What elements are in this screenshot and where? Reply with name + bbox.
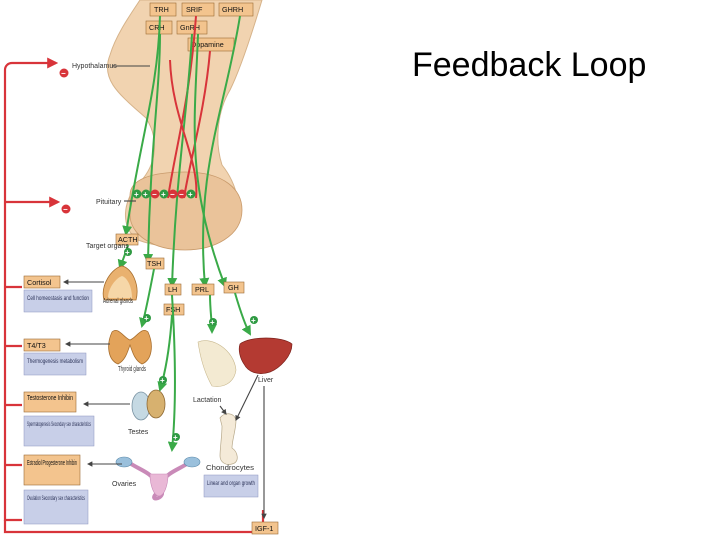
hormone-t4-t3: T4/T3	[27, 341, 46, 350]
hormone-gnrh: GnRH	[180, 23, 200, 32]
svg-text:−: −	[179, 190, 184, 199]
adrenal-label: Adrenal glands	[103, 298, 133, 305]
svg-text:+: +	[210, 318, 215, 327]
hormone-pathways	[122, 15, 241, 288]
pituitary-label: Pituitary	[96, 199, 122, 206]
hypothalamus-label: Hypothalamus	[72, 63, 117, 70]
liver-organ	[238, 337, 293, 374]
testes-organ	[131, 389, 166, 421]
pituitary-sign-row: + + − + − − +	[132, 189, 196, 199]
hormone-prl: PRL	[195, 285, 209, 294]
hormone-acth: ACTH	[118, 235, 138, 244]
effect-boxes: Cell homeostasis and function Thermogene…	[23, 289, 259, 525]
hormone-crh: CRH	[149, 23, 165, 32]
lactation-label: Lactation	[193, 397, 222, 404]
breast-tissue	[197, 340, 237, 387]
organ-pathways: + + + + + +	[117, 244, 258, 452]
svg-text:−: −	[170, 190, 175, 199]
hypothalamus-minus-sign	[59, 68, 69, 78]
hormone-testosterone-inhibin: Testosterone Inhibin	[27, 393, 73, 402]
svg-text:+: +	[134, 190, 139, 199]
hormone-dopamine: Dopamine	[191, 40, 224, 49]
liver-label: Liver	[258, 377, 274, 384]
effect-spermatogenesis: Spermatogenesis Secondary sex characteri…	[27, 421, 91, 428]
hormone-tsh: TSH	[147, 259, 161, 268]
thyroid-label: Thyroid glands	[118, 366, 146, 373]
hormone-cortisol: Cortisol	[27, 278, 52, 287]
svg-text:+: +	[251, 316, 256, 325]
hormone-ghrh: GHRH	[222, 5, 243, 14]
adrenal-gland	[102, 265, 138, 301]
effect-arrows	[62, 279, 267, 520]
negative-feedback-loops	[3, 57, 265, 534]
feedback-hormone-boxes: Cortisol T4/T3 Testosterone Inhibin Estr…	[23, 275, 279, 535]
effect-cell-homeostasis: Cell homeostasis and function	[27, 295, 89, 302]
target-organs-label: Target organs	[86, 243, 129, 250]
svg-text:+: +	[143, 190, 148, 199]
hormone-igf-1: IGF-1	[255, 524, 273, 533]
hormone-lh: LH	[168, 285, 177, 294]
ovaries-label: Ovaries	[112, 481, 137, 488]
effect-linear-organ-growth: Linear and organ growth	[207, 480, 255, 487]
hormone-trh: TRH	[154, 5, 169, 14]
ovaries-organ	[115, 456, 201, 501]
svg-text:−: −	[63, 205, 68, 214]
svg-text:+: +	[188, 190, 193, 199]
effect-ovulation: Ovulation Secondary sex characteristics	[27, 495, 85, 502]
effect-thermogenesis: Thermogenesis metabolism	[27, 358, 83, 365]
svg-text:+: +	[144, 314, 149, 323]
svg-text:−: −	[152, 190, 157, 199]
testes-label: Testes	[128, 429, 149, 436]
hormone-gh: GH	[228, 283, 239, 292]
svg-text:+: +	[125, 248, 130, 257]
thyroid-gland	[108, 330, 152, 365]
hormone-estradiol-progesterone-inhibin: Estradiol Progesterone Inhibin	[27, 458, 77, 467]
svg-text:−: −	[61, 69, 66, 78]
slide-title: Feedback Loop	[412, 46, 647, 84]
hormone-srif: SRIF	[186, 5, 203, 14]
svg-text:+: +	[173, 433, 178, 442]
pituitary-minus-sign	[61, 204, 71, 214]
svg-text:+: +	[161, 190, 166, 199]
svg-text:+: +	[160, 376, 165, 385]
chondrocytes-label: Chondrocytes	[206, 465, 255, 472]
chondrocyte-bone	[219, 413, 238, 465]
releasing-hormone-boxes: TRH SRIF GHRH CRH GnRH Dopamine	[145, 2, 254, 52]
